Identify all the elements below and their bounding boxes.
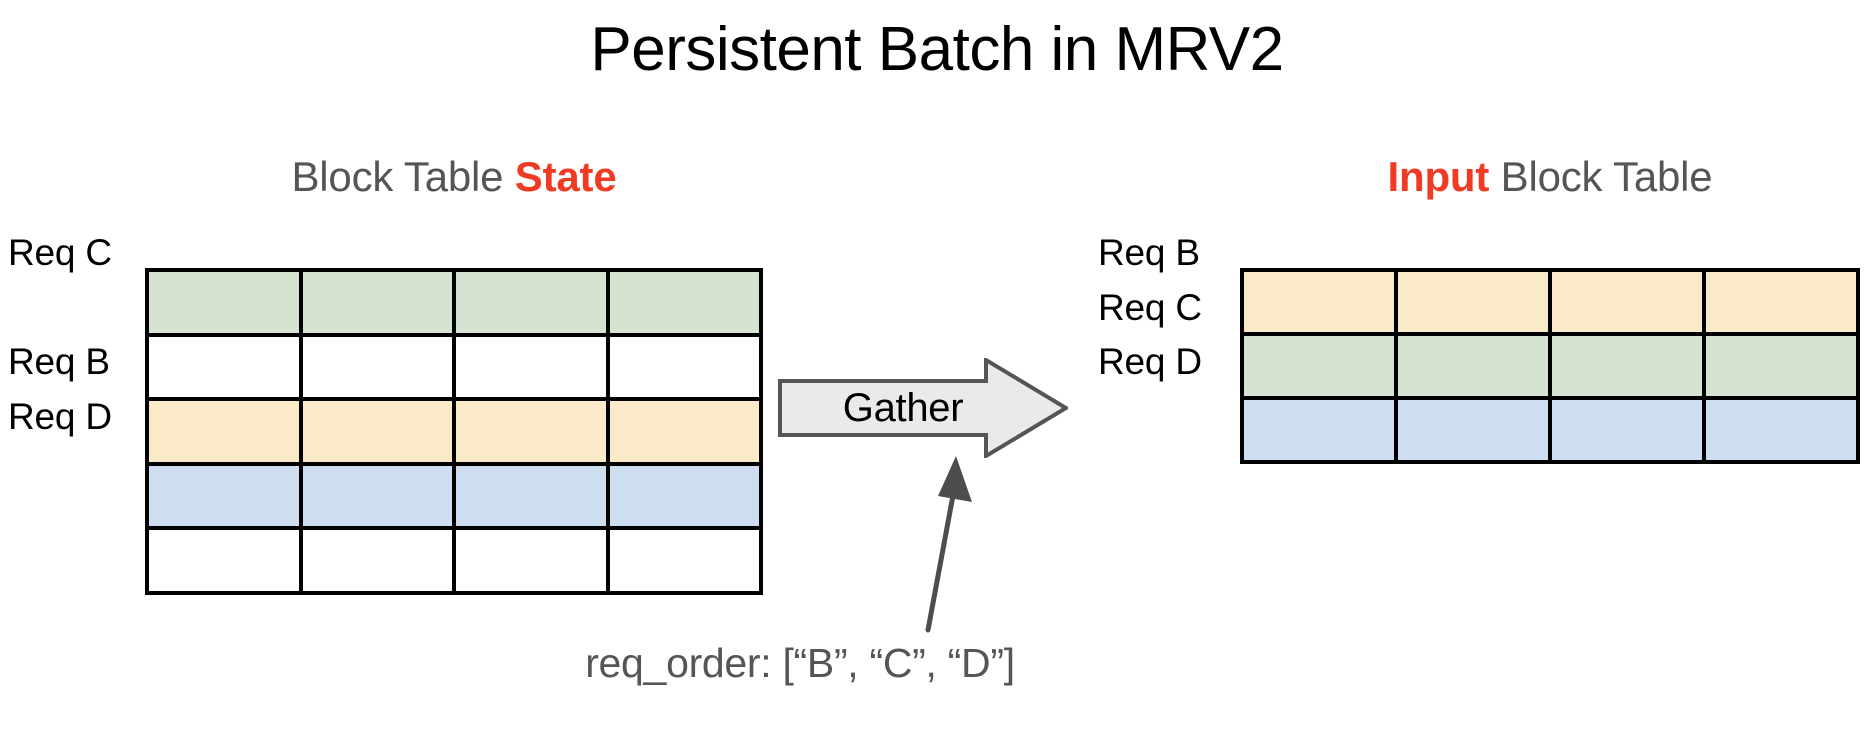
right-panel-header-suffix: Block Table: [1489, 153, 1713, 200]
block-table-input-cell: [1244, 336, 1398, 396]
block-table-state-cell: [456, 401, 610, 462]
left-row-label-req-b: Req B: [8, 341, 110, 382]
block-table-state-cell: [303, 272, 456, 333]
right-panel-header: Input Block Table: [1240, 153, 1860, 201]
req-order-caption: req_order: [“B”, “C”, “D”]: [585, 640, 1015, 686]
block-table-state-cell: [303, 336, 456, 398]
block-table-input-cell: [1398, 272, 1552, 332]
block-table-state-row: [149, 530, 759, 591]
left-panel-header-prefix: Block Table: [291, 153, 515, 200]
block-table-state-cell: [610, 337, 760, 398]
block-table-state-cell: [456, 336, 610, 398]
block-table-state-cell: [456, 465, 610, 527]
block-table-input-cell: [1552, 272, 1706, 332]
block-table-state-cell: [149, 272, 303, 333]
right-panel-header-accent: Input: [1387, 153, 1490, 200]
right-row-label-req-d: Req D: [1098, 341, 1202, 382]
block-table-state-cell: [610, 401, 760, 462]
block-table-state-cell: [610, 272, 760, 333]
right-row-label-req-c: Req C: [1098, 287, 1202, 328]
block-table-state-row: [149, 336, 760, 402]
gather-arrow-icon: [778, 358, 1068, 458]
block-table-state-cell: [456, 530, 610, 591]
block-table-state-row: [149, 465, 760, 531]
block-table-state-cell: [149, 530, 303, 591]
block-table-input-cell: [1706, 336, 1856, 396]
block-table-input-cell: [1244, 400, 1398, 460]
block-table-state-cell: [149, 465, 303, 527]
req-order-connector-arrow-icon: [925, 456, 972, 633]
block-table-state: [145, 268, 763, 595]
block-table-state-cell: [303, 401, 456, 462]
block-table-input-cell: [1398, 400, 1552, 460]
block-table-input-cell: [1244, 272, 1398, 332]
block-table-input-cell: [1552, 336, 1706, 396]
left-panel-header-accent: State: [514, 153, 617, 200]
block-table-state-cell: [303, 530, 456, 591]
block-table-state-cell: [456, 272, 610, 333]
block-table-state-row: [149, 272, 759, 337]
left-row-label-req-d: Req D: [8, 396, 112, 437]
block-table-state-cell: [303, 465, 456, 527]
block-table-state-cell: [149, 336, 303, 398]
block-table-state-row: [149, 401, 759, 466]
block-table-input-row: [1244, 336, 1856, 400]
block-table-input-row: [1244, 272, 1856, 336]
gather-label: Gather: [842, 385, 964, 430]
block-table-state-cell: [610, 530, 760, 591]
block-table-input-row: [1244, 400, 1856, 460]
block-table-input-cell: [1552, 400, 1706, 460]
left-panel-header: Block Table State: [145, 153, 763, 201]
left-row-label-req-c: Req C: [8, 232, 112, 273]
block-table-input-cell: [1706, 400, 1856, 460]
right-row-label-req-b: Req B: [1098, 232, 1200, 273]
block-table-input-cell: [1706, 272, 1856, 332]
page-title: Persistent Batch in MRV2: [590, 15, 1284, 84]
block-table-input-cell: [1398, 336, 1552, 396]
block-table-input: [1240, 268, 1860, 464]
block-table-state-cell: [610, 466, 760, 527]
block-table-state-cell: [149, 401, 303, 462]
